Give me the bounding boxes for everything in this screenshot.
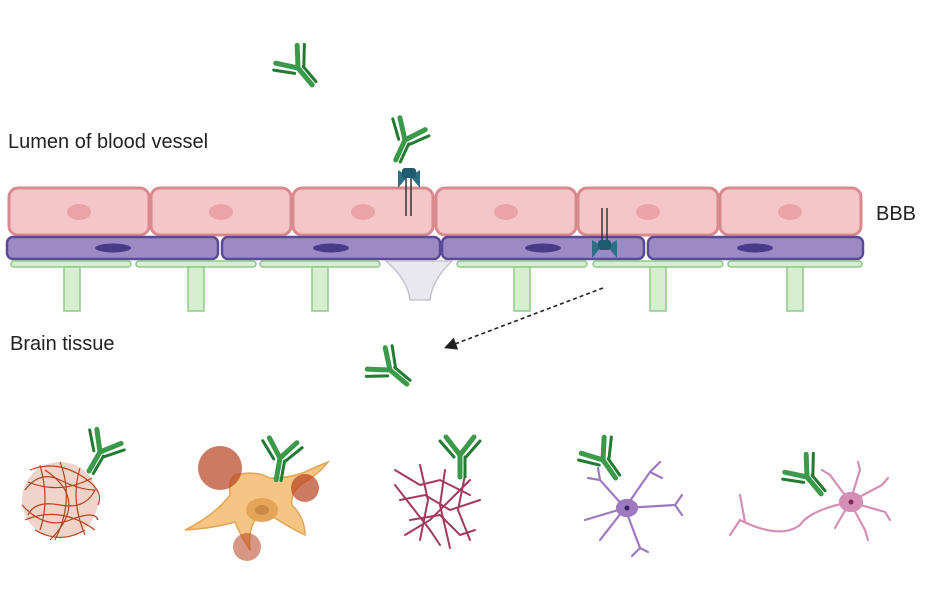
endothelial-nucleus	[67, 204, 91, 220]
antibody-icon	[576, 434, 632, 490]
pericyte-nucleus	[737, 243, 773, 253]
astrocyte-process	[63, 266, 81, 312]
pericyte-nucleus	[95, 243, 131, 253]
pericyte-nucleus	[313, 243, 349, 253]
endothelial-layer	[7, 186, 863, 237]
astrocyte-process	[786, 266, 804, 312]
astrocyte-endfeet	[10, 260, 863, 312]
pericyte-nucleus	[525, 243, 561, 253]
microglia-icon	[184, 446, 331, 561]
endothelial-nucleus	[636, 204, 660, 220]
receptor-icon	[592, 208, 617, 258]
astrocyte-foot-pad	[727, 260, 863, 268]
astrocyte-foot-pad	[456, 260, 588, 268]
astrocyte-process	[513, 266, 531, 312]
astrocyte-process	[311, 266, 329, 312]
antibody-icon	[271, 41, 327, 97]
endothelial-nucleus	[494, 204, 518, 220]
antibody-icon	[780, 450, 836, 506]
pericyte-layer	[5, 235, 865, 261]
amyloid-plaque-icon	[21, 461, 101, 541]
endothelial-nucleus	[778, 204, 802, 220]
antibody-icon	[440, 437, 480, 477]
endothelial-nucleus	[209, 204, 233, 220]
antibody-icon	[378, 115, 431, 168]
astrocyte-process	[187, 266, 205, 312]
astrocyte-foot-pad	[259, 260, 381, 268]
astrocyte-foot-pad	[592, 260, 724, 268]
neuron-icon	[728, 460, 892, 542]
receptor-icon	[398, 168, 420, 216]
antibody-icon	[363, 343, 419, 399]
neuron-icon	[583, 460, 684, 558]
astrocyte-foot-pad	[135, 260, 257, 268]
tau-tangle-icon	[394, 464, 481, 549]
astrocyte-process	[649, 266, 667, 312]
endothelial-nucleus	[351, 204, 375, 220]
astrocyte-foot-pad	[10, 260, 132, 268]
transcytosis-vesicle	[383, 260, 454, 301]
brain-tissue-label: Brain tissue	[10, 333, 115, 355]
lumen-label: Lumen of blood vessel	[8, 131, 209, 153]
bbb-label: BBB	[876, 203, 917, 225]
